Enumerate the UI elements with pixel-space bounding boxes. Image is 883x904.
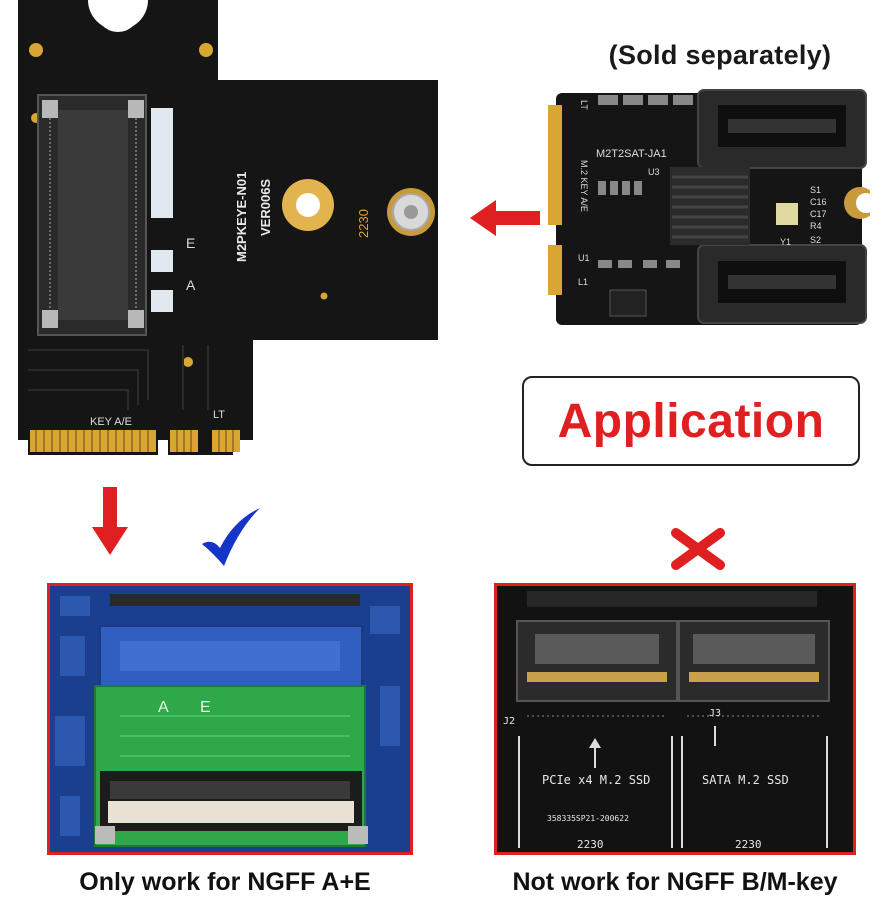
sata-port-bottom	[697, 244, 867, 324]
sata-key-label: M.2 KEY A/E	[579, 160, 589, 212]
slot-e-label: E	[186, 235, 195, 251]
sata-r4: R4	[810, 221, 822, 231]
pcie-ssd-label: PCIe x4 M.2 SSD	[542, 773, 650, 787]
sata-lt-label: LT	[579, 100, 589, 110]
sata-ssd-label: SATA M.2 SSD	[702, 773, 789, 787]
cross-icon	[671, 528, 725, 570]
adapter-key-label: KEY A/E	[90, 416, 132, 428]
j2-label: J2	[503, 716, 515, 727]
sata-l1: L1	[578, 277, 588, 287]
arrow-down-icon	[92, 487, 128, 555]
sata-port-top	[697, 89, 867, 169]
adapter-version-text: VER006S	[258, 179, 273, 236]
slot-a-label: A	[186, 277, 196, 293]
compatible-caption: Only work for NGFF A+E	[79, 868, 371, 896]
checkmark-icon	[202, 508, 260, 566]
photo-label-a: A	[158, 699, 169, 716]
adapter-board-image: E A M2PKEYE-N01 VER006S 2230 KEY A/E LT	[18, 0, 438, 455]
sata-c16: C16	[810, 197, 827, 207]
sata-board-image: M.2 KEY A/E LT M2T2SAT-JA1 U3 U1 L1 Y1 S…	[548, 89, 870, 325]
sata-model-text: M2T2SAT-JA1	[596, 148, 667, 160]
compatible-slot-photo: A E	[47, 583, 413, 855]
photo-label-e: E	[200, 699, 211, 716]
board-serial: 358335SP21-200622	[547, 814, 629, 823]
incompatible-caption: Not work for NGFF B/M-key	[512, 868, 838, 896]
adapter-size-text: 2230	[356, 209, 371, 238]
sata-s1: S1	[810, 185, 821, 195]
adapter-lt-label: LT	[213, 409, 225, 421]
sata-u3: U3	[648, 167, 660, 177]
sata-s2: S2	[810, 235, 821, 245]
adapter-model-text: M2PKEYE-N01	[234, 172, 249, 262]
arrow-left-icon	[470, 200, 540, 236]
sold-separately-text: (Sold separately)	[608, 40, 832, 70]
slot1-size: 2230	[577, 838, 604, 851]
sata-c17: C17	[810, 209, 827, 219]
slot2-size: 2230	[735, 838, 762, 851]
sata-y1: Y1	[780, 237, 791, 247]
application-label: Application	[557, 394, 825, 448]
j3-label: J3	[709, 708, 721, 719]
application-label-box: Application	[522, 376, 860, 466]
sata-u1: U1	[578, 253, 590, 263]
incompatible-slot-photo: PCIe x4 M.2 SSD SATA M.2 SSD 358335SP21-…	[494, 583, 856, 855]
